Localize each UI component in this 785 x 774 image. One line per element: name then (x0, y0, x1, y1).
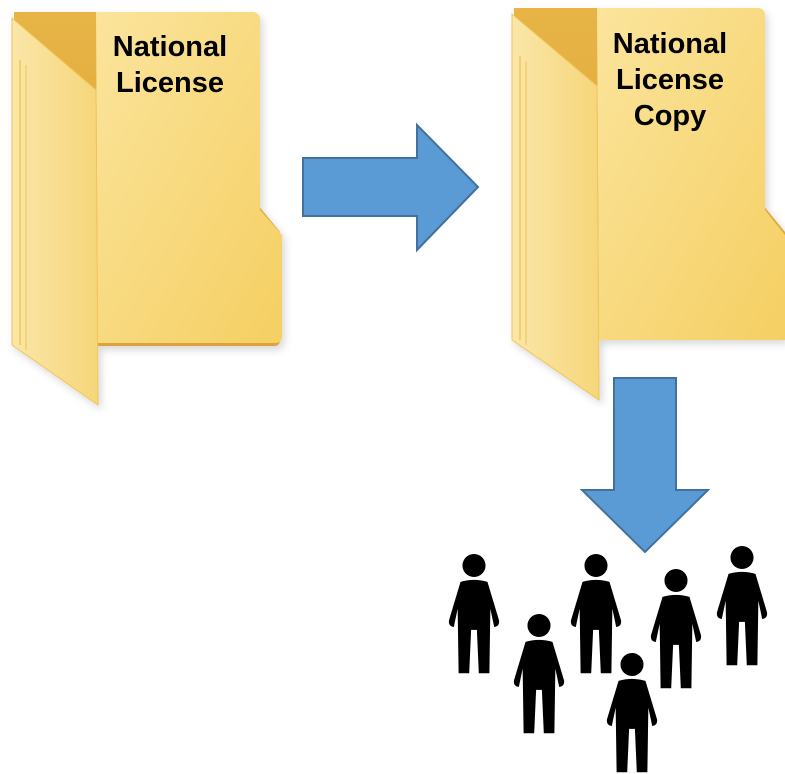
person-icon (513, 613, 565, 734)
person-icon (716, 545, 768, 666)
copy-folder-icon (511, 8, 785, 401)
source-folder-label-line-2: License (116, 67, 224, 99)
people-group (448, 545, 768, 773)
person-icon (448, 553, 500, 674)
copy-folder-label-line-2: License (616, 64, 724, 96)
copy-folder-label-line-3: Copy (633, 100, 707, 132)
source-folder-label: National License (90, 29, 250, 101)
person-icon (650, 568, 702, 689)
copy-folder-label: National License Copy (590, 26, 750, 134)
arrow-down-icon (579, 377, 711, 554)
copy-folder-label-line-1: National (612, 28, 728, 60)
source-folder-icon (11, 12, 282, 406)
source-folder-label-line-1: National (112, 31, 228, 63)
arrow-right-icon (302, 122, 480, 253)
person-icon (570, 553, 622, 674)
person-icon (606, 652, 658, 773)
